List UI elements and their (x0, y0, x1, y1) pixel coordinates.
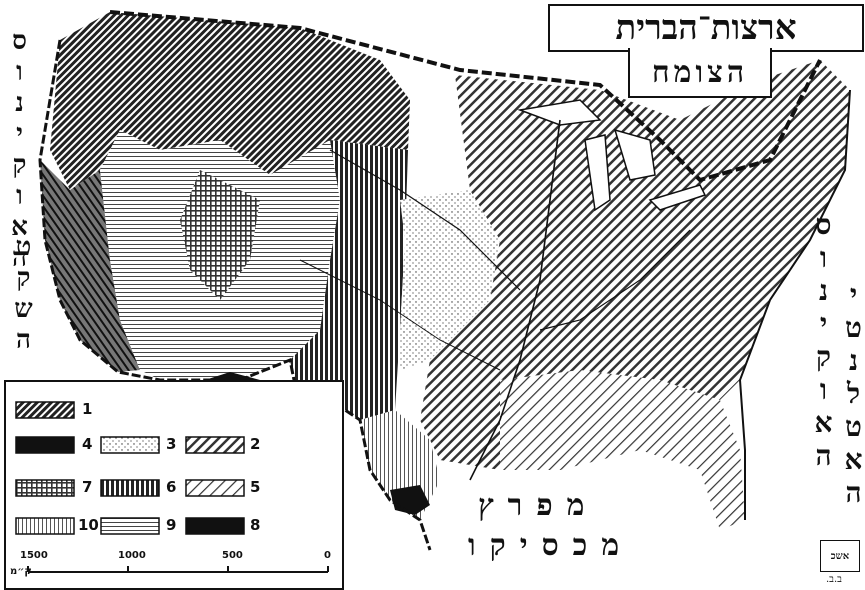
legend-swatch-6 (100, 479, 160, 497)
region-prairie (400, 190, 500, 370)
legend-swatch-1 (15, 401, 75, 419)
scale-label-0: 0 (324, 550, 331, 561)
arkansas-river (299, 259, 501, 371)
legend-label-3: 3 (166, 435, 177, 453)
legend-label-4: 4 (82, 435, 93, 453)
lake-huron (613, 128, 656, 181)
coastline (38, 39, 432, 551)
legend-swatch-9 (100, 517, 160, 535)
legend-swatches (15, 401, 329, 573)
northern-border (109, 10, 822, 183)
ohio-river (539, 229, 691, 331)
lake-erie (648, 184, 707, 211)
pacific-ocean-label-2: השקט (8, 232, 38, 356)
atlantic-ocean-label-2: האטלנטי (838, 280, 865, 511)
lake-michigan (584, 134, 611, 212)
author-initials: ב.ב. (826, 574, 842, 585)
east-coast (738, 89, 851, 520)
region-southeast (500, 370, 745, 530)
legend-swatch-7 (15, 479, 75, 497)
scale-unit: ק״מ (10, 566, 32, 577)
legend-label-8: 8 (250, 516, 261, 534)
pacific-ocean-label-1: האוקינוס (4, 26, 34, 274)
legend-swatch-4 (15, 436, 75, 454)
map-subtitle: הצומח (628, 48, 772, 98)
legend-label-1: 1 (82, 400, 93, 418)
legend-swatch-3 (100, 436, 160, 454)
publisher-stamp: אשכ (820, 540, 860, 572)
map-title: ארצות־הברית (548, 4, 864, 52)
legend-box: 1 2 3 4 5 6 7 8 9 10 1500 1000 500 0 ק״מ (4, 380, 344, 590)
legend-swatch-5 (185, 479, 245, 497)
legend-label-2: 2 (250, 435, 261, 453)
legend-label-5: 5 (250, 478, 261, 496)
legend-label-10: 10 (78, 516, 99, 534)
legend-label-6: 6 (166, 478, 177, 496)
gulf-of-mexico-label-2: מכסיקו (468, 528, 634, 563)
scale-label-1500: 1500 (20, 550, 48, 561)
missouri-river (329, 149, 521, 291)
legend-swatch-10 (15, 517, 75, 535)
legend-label-9: 9 (166, 516, 177, 534)
mississippi-river (469, 119, 561, 481)
legend-swatch-8 (185, 517, 245, 535)
region-great-plains (290, 140, 408, 420)
region-west-coast (40, 160, 140, 372)
legend-swatch-2 (185, 436, 245, 454)
scale-label-500: 500 (222, 550, 243, 561)
lake-superior (517, 99, 602, 126)
region-northwest-forest (50, 12, 410, 190)
region-rockies (180, 170, 260, 300)
scale-label-1000: 1000 (118, 550, 146, 561)
region-eastern-forest (420, 60, 850, 470)
legend-label-7: 7 (82, 478, 93, 496)
gulf-of-mexico-label-1: מפרץ (478, 488, 599, 523)
atlantic-ocean-label-1: האוקינוס (808, 210, 841, 474)
